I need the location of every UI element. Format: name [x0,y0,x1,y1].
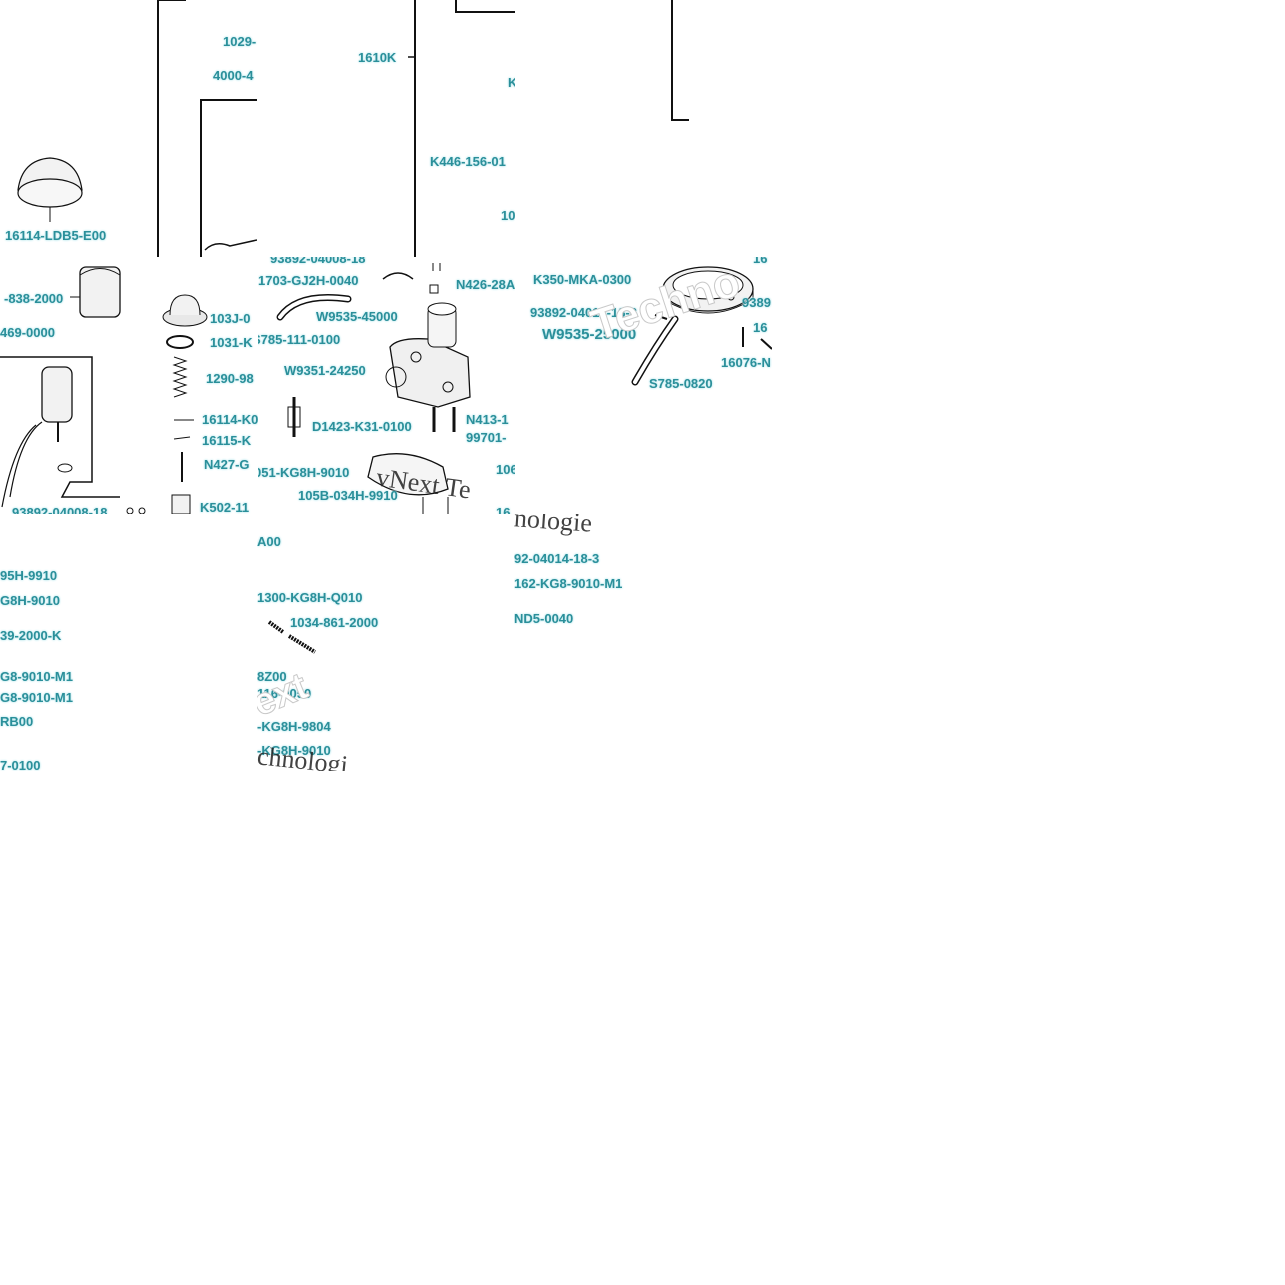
part-label: 1029- [223,34,257,49]
diaphragm-stack-part [162,294,208,514]
diagram-tile-5: 103J-0 1031-K 1290-98 16114-K00 16115-K … [160,257,258,514]
part-label: 116-0050 [257,686,312,701]
part-label: 1290-98 [206,371,254,386]
part-label: N426-28A [456,277,515,292]
part-label: 1610K [358,50,397,65]
part-label: N427-G [204,457,250,472]
diagram-tile-8: 95H-9910 G8H-9010 39-2000-K G8-9010-M1 G… [0,514,257,771]
part-label: 469-0000 [0,325,55,340]
part-label: 9389 [742,295,771,310]
part-label: 1031-K [210,335,253,350]
part-label: K446-156-01 [430,154,506,169]
diagram-tile-3: 1610K K446-156-01 10 K [258,0,515,257]
part-label: 16 [753,257,768,266]
part-label: 39-2000-K [0,628,62,643]
part-label: N413-1 [466,412,509,427]
part-label: 106 [496,462,515,477]
part-label: W9535-45000 [316,309,398,324]
part-label: 16114-LDB5-E00 [5,228,107,243]
diagram-tile-9: A00 1300-KG8H-Q010 1034-861-2000 8Z00 11… [257,514,392,771]
part-label: 051-KG8H-9010 [258,465,350,480]
part-label: 10 [501,208,515,223]
part-label: 105B-034H-9910 [298,488,398,503]
tile-3b-drawing [671,0,689,121]
part-label: 16 [496,505,511,514]
part-label: G8H-9010 [0,593,60,608]
part-label: S785-0820 [649,376,713,391]
part-label: -KG8H-9010 [257,743,331,758]
tile-7-drawing [631,266,772,386]
dome-cap-part [17,157,83,222]
part-label: 1300-KG8H-Q010 [257,590,363,605]
part-label: 1034-861-2000 [290,615,379,630]
part-label: 93892-04014-18-3 [530,305,637,320]
valve-cover-part [70,266,121,318]
part-label: 4000-4 [213,68,254,83]
part-label: 16114-K00 [202,412,258,427]
part-label: G8-9010-M1 [0,669,73,684]
part-label: 92-04014-18-3 [514,551,600,566]
diagram-tile-10: 92-04014-18-3 162-KG8-9010-M1 ND5-0040 n… [514,514,649,644]
diagram-tile-2: 1029- 4000-4 [158,0,258,257]
fuel-valve-part [1,366,73,508]
carburetor-body-part [389,302,471,408]
diagram-tile-6: 93892-04008-18 1703-GJ2H-0040 N426-28A W… [258,257,515,514]
part-label: -838-2000 [4,291,64,306]
tile-1-drawing [17,0,257,257]
part-label: -KG8H-9804 [257,719,331,734]
diagram-tile-7: K350-MKA-0300 93892-04014-18-3 9389 W953… [515,257,772,514]
part-label: 8Z00 [257,669,287,684]
part-label: 1703-GJ2H-0040 [258,273,359,288]
part-label: K350-MKA-0300 [533,272,632,287]
part-label: W9351-24250 [284,363,366,378]
part-label: 103J-0 [210,311,251,326]
part-label: K [508,75,515,90]
part-label: RB00 [0,714,34,729]
part-label: G8-9010-M1 [0,690,73,705]
part-label: 162-KG8-9010-M1 [514,576,623,591]
watermark-text: nologie [514,514,593,538]
part-label: W9535-25000 [542,326,637,343]
part-label: D1423-K31-0100 [312,419,412,434]
tile-5-drawing [162,294,208,514]
part-label: 99701- [466,430,507,445]
part-label: K502-11 [200,500,250,514]
diagram-tile-3b [515,0,772,257]
part-label: S785-111-0100 [258,332,341,347]
part-label: ND5-0040 [514,611,574,626]
tile-9-drawing [267,620,317,654]
part-label: 16076-N [721,355,771,370]
part-label: 16 [753,320,768,335]
tile-3-drawing [408,0,515,257]
part-label: 95H-9910 [0,568,58,583]
part-label: 16115-K [202,433,252,448]
tile-6-drawing [276,263,471,514]
diagram-tile-1: 16114-LDB5-E00 [0,0,257,257]
part-label: 93892-04008-18 [270,257,366,266]
part-label: 93892-04008-18 [12,505,108,514]
part-label: 7-0100 [0,758,41,771]
tile-4-drawing [0,266,146,514]
part-label: A00 [257,534,281,549]
diagram-tile-4: -838-2000 469-0000 93892-04008-18 [0,257,160,514]
